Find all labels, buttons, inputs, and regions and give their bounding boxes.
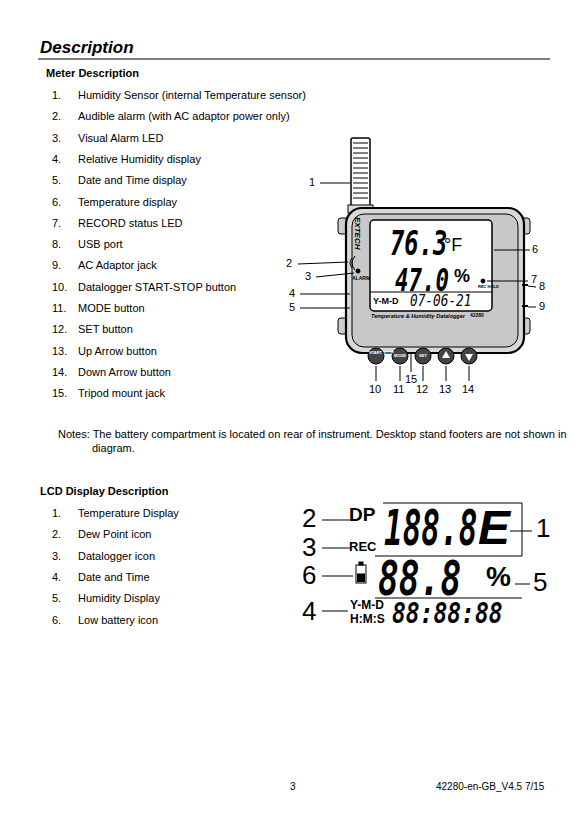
list-number: 1. xyxy=(52,89,61,102)
callout-number: 5 xyxy=(533,568,547,598)
button-label: MODE xyxy=(392,354,408,359)
lcd-segment-digits: 88:88:88 xyxy=(392,598,503,630)
callout-number: 2 xyxy=(302,504,316,534)
section-heading: Meter Description xyxy=(46,67,139,80)
leader-lines xyxy=(298,183,536,381)
button-label: START STOP xyxy=(369,351,383,355)
lcd-unit: °F xyxy=(444,235,462,256)
list-number: 10. xyxy=(52,281,67,294)
list-text: Audible alarm (with AC adaptor power onl… xyxy=(78,110,290,123)
lcd-temperature: 76.3 xyxy=(390,224,447,263)
list-number: 15. xyxy=(52,387,67,400)
list-number: 6. xyxy=(52,196,61,209)
callout-number: 8 xyxy=(539,280,545,293)
list-text: Date and Time xyxy=(78,571,150,584)
list-number: 1. xyxy=(52,507,61,520)
list-number: 13. xyxy=(52,345,67,358)
callout-number: 6 xyxy=(532,243,538,256)
list-number: 9. xyxy=(52,259,61,272)
alarm-text: ALARM xyxy=(352,276,370,282)
list-text: Tripod mount jack xyxy=(78,387,165,400)
lcd-unit: % xyxy=(454,266,470,287)
callout-number: 4 xyxy=(289,287,295,300)
callout-number: 2 xyxy=(286,257,292,270)
date-mode-icon: Y-M-D xyxy=(350,599,384,613)
callout-number: 13 xyxy=(439,383,451,396)
list-number: 7. xyxy=(52,217,61,230)
page-heading: Description xyxy=(40,38,134,58)
datalogger-icon: REC xyxy=(349,540,376,555)
list-number: 4. xyxy=(52,153,61,166)
list-text: MODE button xyxy=(78,302,145,315)
led-label: REC HOLD xyxy=(478,285,490,289)
callout-number: 4 xyxy=(302,597,316,627)
callout-number: 10 xyxy=(369,383,381,396)
button-label: SET xyxy=(417,354,429,359)
list-number: 2. xyxy=(52,110,61,123)
callout-number: 15 xyxy=(405,373,417,386)
list-text: Up Arrow button xyxy=(78,345,157,358)
list-text: Datalogger icon xyxy=(78,550,155,563)
brand-name: EXTECH xyxy=(353,217,362,249)
lcd-segment-unit: % xyxy=(486,561,511,593)
note: Notes: The battery compartment is locate… xyxy=(58,428,582,456)
list-text: Humidity Display xyxy=(78,592,160,605)
list-text: Low battery icon xyxy=(78,614,158,627)
meter-drawing xyxy=(338,138,530,364)
list-text: RECORD status LED xyxy=(78,217,183,230)
section-heading: LCD Display Description xyxy=(40,485,168,498)
lcd-date-mode: Y-M-D xyxy=(373,296,399,306)
list-text: Dew Point icon xyxy=(78,528,151,541)
list-text: AC Adaptor jack xyxy=(78,259,157,272)
list-text: Relative Humidity display xyxy=(78,153,201,166)
list-text: Date and Time display xyxy=(78,174,187,187)
list-number: 4. xyxy=(52,571,61,584)
list-number: 14. xyxy=(52,366,67,379)
callout-number: 14 xyxy=(462,383,474,396)
list-number: 5. xyxy=(52,174,61,187)
list-number: 5. xyxy=(52,592,61,605)
list-number: 12. xyxy=(52,323,67,336)
list-text: Temperature Display xyxy=(78,507,179,520)
callout-number: 7 xyxy=(531,273,537,286)
list-text: Down Arrow button xyxy=(78,366,171,379)
list-text: SET button xyxy=(78,323,133,336)
page-number: 3 xyxy=(290,781,296,793)
callout-number: 12 xyxy=(416,383,428,396)
list-text: Temperature display xyxy=(78,196,177,209)
list-number: 11. xyxy=(52,302,66,315)
list-number: 6. xyxy=(52,614,61,627)
callout-number: 5 xyxy=(289,301,295,314)
callout-number: 3 xyxy=(305,270,311,283)
list-number: 2. xyxy=(52,528,61,541)
list-text: Humidity Sensor (internal Temperature se… xyxy=(78,89,306,102)
time-mode-icon: H:M:S xyxy=(350,613,385,627)
list-number: 3. xyxy=(52,550,61,563)
callout-number: 1 xyxy=(536,514,550,544)
list-number: 8. xyxy=(52,238,61,251)
callout-number: 1 xyxy=(309,176,315,189)
callout-number: 11 xyxy=(393,383,404,396)
dew-point-icon: DP xyxy=(349,504,375,526)
model-text: Temperature & Humidity Datalogger xyxy=(371,313,465,319)
list-text: Datalogger START-STOP button xyxy=(78,281,236,294)
callout-number: 9 xyxy=(539,300,545,313)
list-text: Visual Alarm LED xyxy=(78,132,163,145)
lcd-date: 07-06-21 xyxy=(410,293,471,310)
heading-rule xyxy=(38,59,550,60)
callout-number: 6 xyxy=(302,561,316,591)
document-code: 42280-en-GB_V4.5 7/15 xyxy=(436,781,544,793)
callout-number: 3 xyxy=(302,533,316,563)
list-text: USB port xyxy=(78,238,123,251)
lcd-segment-unit: E xyxy=(478,500,510,555)
list-number: 3. xyxy=(52,132,61,145)
lcd-segment-digits: 188.8 xyxy=(384,500,477,558)
model-number: 42280 xyxy=(470,313,484,319)
